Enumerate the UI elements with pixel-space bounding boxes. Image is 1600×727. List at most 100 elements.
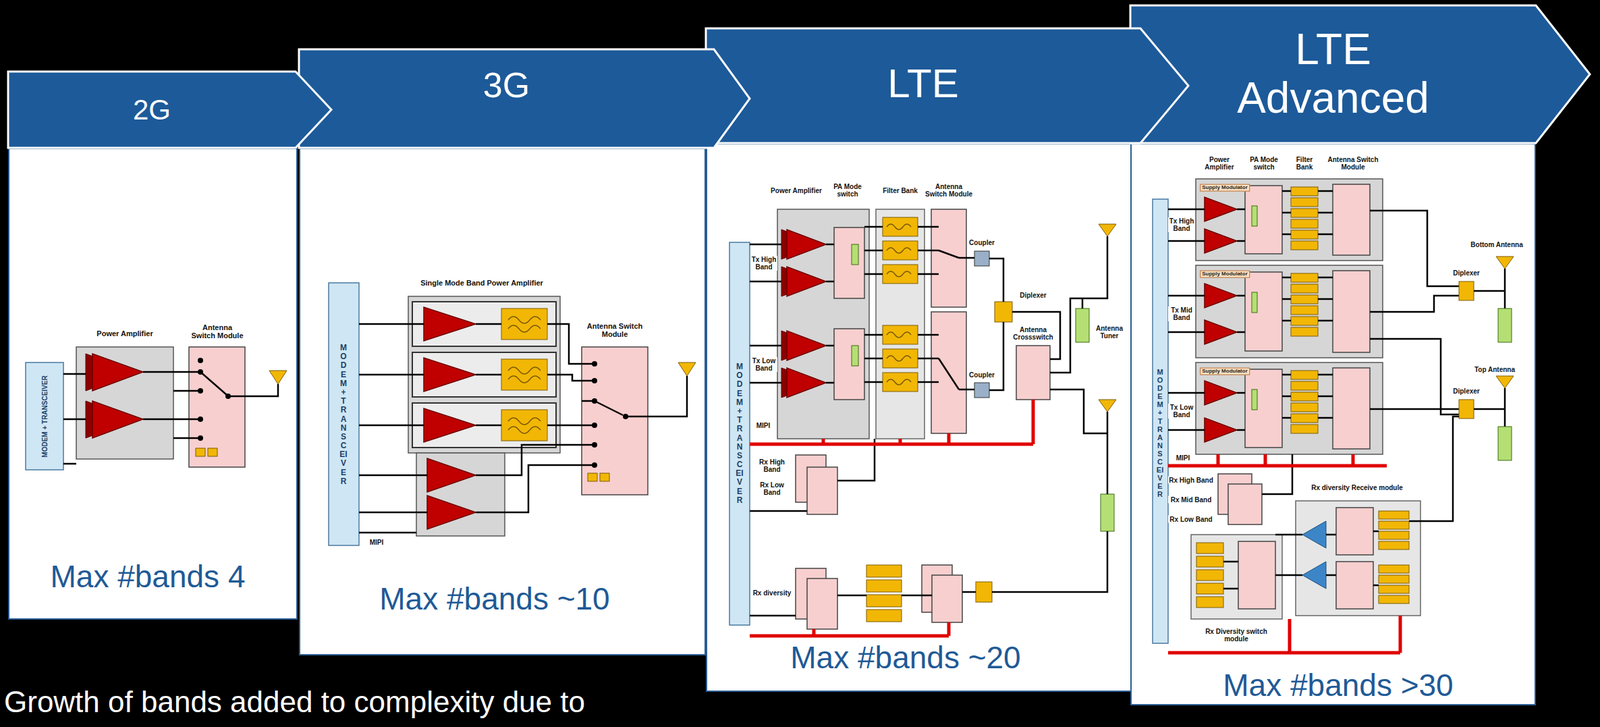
text-anchor: MODEM + TRANSCEIVER [735,362,744,505]
vertical-label: MODEM + TRANSCEIVER [339,343,348,486]
text-anchor: PA Mode switch [828,182,868,198]
part-label: MIPI [755,421,772,430]
part-label: Antenna Switch Module [1325,155,1381,171]
amplifier-symbol [786,330,826,361]
band-count: Max #bands ~10 [379,581,610,617]
filter-symbol [1290,208,1318,218]
tuner-symbol [1075,308,1090,343]
text-anchor: Filter Bank [881,186,919,195]
filter-symbol [1290,230,1318,239]
switch-block [1336,507,1374,555]
filter-symbol [207,448,218,457]
switch-contact [197,435,204,441]
part-label: PA Mode switch [828,182,868,198]
module-housing [416,452,505,536]
module-housing [777,209,870,439]
amplifier-symbol [1204,319,1237,345]
generation-panel: Max #bands ~20Power AmplifierPA Mode swi… [705,143,1133,692]
part-label: Antenna Switch Module [576,321,653,339]
module-housing [1195,265,1383,358]
filter-symbol [1378,510,1410,519]
coupler-symbol [974,251,990,266]
antenna-symbol [1098,224,1117,237]
switch-contact [591,422,598,428]
stage-chevron: 3G [298,49,750,148]
text-anchor: Max #bands >30 [1222,667,1453,704]
part-label: Antenna Switch Module [924,182,974,198]
filter-symbol [1290,219,1318,229]
filter-symbol [1196,596,1224,608]
amplifier-symbol [1204,417,1237,443]
module-housing [1295,500,1421,616]
signal-wire [1223,561,1239,589]
part-label: Rx High Band [1168,476,1215,484]
signal-wire [1050,389,1108,494]
switch-block [931,574,963,623]
generation-panel: Max #bands ~10Single Mode Band Power Amp… [298,147,706,656]
filter-symbol [1458,281,1474,301]
text-anchor: Antenna Crossswitch [1008,325,1058,341]
switch-contact [591,377,598,384]
part-label: Tx High Band [1168,217,1196,233]
signal-wire [1326,416,1459,586]
text-anchor: Rx Low Band [751,481,793,496]
text-anchor: Max #bands ~20 [790,639,1021,676]
filter-symbol [1290,294,1318,304]
signal-wire [359,323,428,513]
switch-block [1238,541,1276,609]
rotated-label: MODEM + TRANSCEIVER [41,375,49,457]
text-anchor: Tx Low Band [750,356,778,372]
filter-wave [886,224,912,385]
filter-symbol [1458,399,1474,419]
amplifier-symbol [1204,380,1237,405]
text-anchor: 3G [483,64,530,104]
module-tag: Supply Modulator [1199,184,1250,192]
filter-symbol [1196,569,1224,581]
part-label: Tx High Band [750,255,778,271]
text-anchor: Power Amplifier [1198,155,1241,171]
signal-wire [749,244,782,383]
filter-symbol [1290,197,1318,207]
module-housing [76,346,174,459]
text-anchor: Max #bands 4 [50,558,246,595]
switch-block [1245,185,1283,254]
filter-symbol [501,359,548,391]
text-anchor: 2G [132,93,171,126]
part-label: Coupler [968,238,996,247]
filter-symbol [1290,327,1318,337]
tuner-symbol [1100,493,1115,532]
modem-block [25,362,64,470]
switch-block [1016,345,1051,400]
signal-wire [1050,236,1108,373]
text-anchor: Diplexer [1018,291,1047,299]
switch-block [834,227,865,299]
part-label: Bottom Antenna [1469,240,1525,249]
amplifier-symbol [786,266,826,297]
part-label: Rx High Band [751,458,793,474]
signal-wire [1282,190,1291,418]
switch-contact [591,361,598,367]
text-anchor: Antenna Switch Module [1325,155,1381,171]
filter-symbol [1290,316,1318,326]
tuner-symbol [1251,389,1258,410]
part-label: PA Mode switch [1246,155,1282,171]
part-label: Rx Diversity switch module [1191,627,1281,643]
filter-symbol [1196,583,1224,594]
switch-block [1245,369,1283,448]
part-label: Diplexer [1452,387,1480,395]
vertical-label: MODEM + TRANSCEIVER [1156,367,1165,499]
modem-block [729,242,750,625]
module-housing [875,209,925,439]
signal-wire [938,250,959,390]
tuner-symbol [1498,308,1512,343]
switch-block [1332,270,1370,353]
text-anchor: Rx Mid Band [1168,495,1215,504]
part-label: Rx diversity Receive module [1305,483,1409,492]
antenna-symbol [1496,256,1514,269]
text-anchor: Supply Modulator [1199,184,1250,192]
vertical-label: MODEM + TRANSCEIVER [735,362,744,505]
text-anchor: Coupler [968,238,996,247]
part-label: Rx diversity [751,589,793,597]
part-label: Antenna Tuner [1090,324,1129,340]
